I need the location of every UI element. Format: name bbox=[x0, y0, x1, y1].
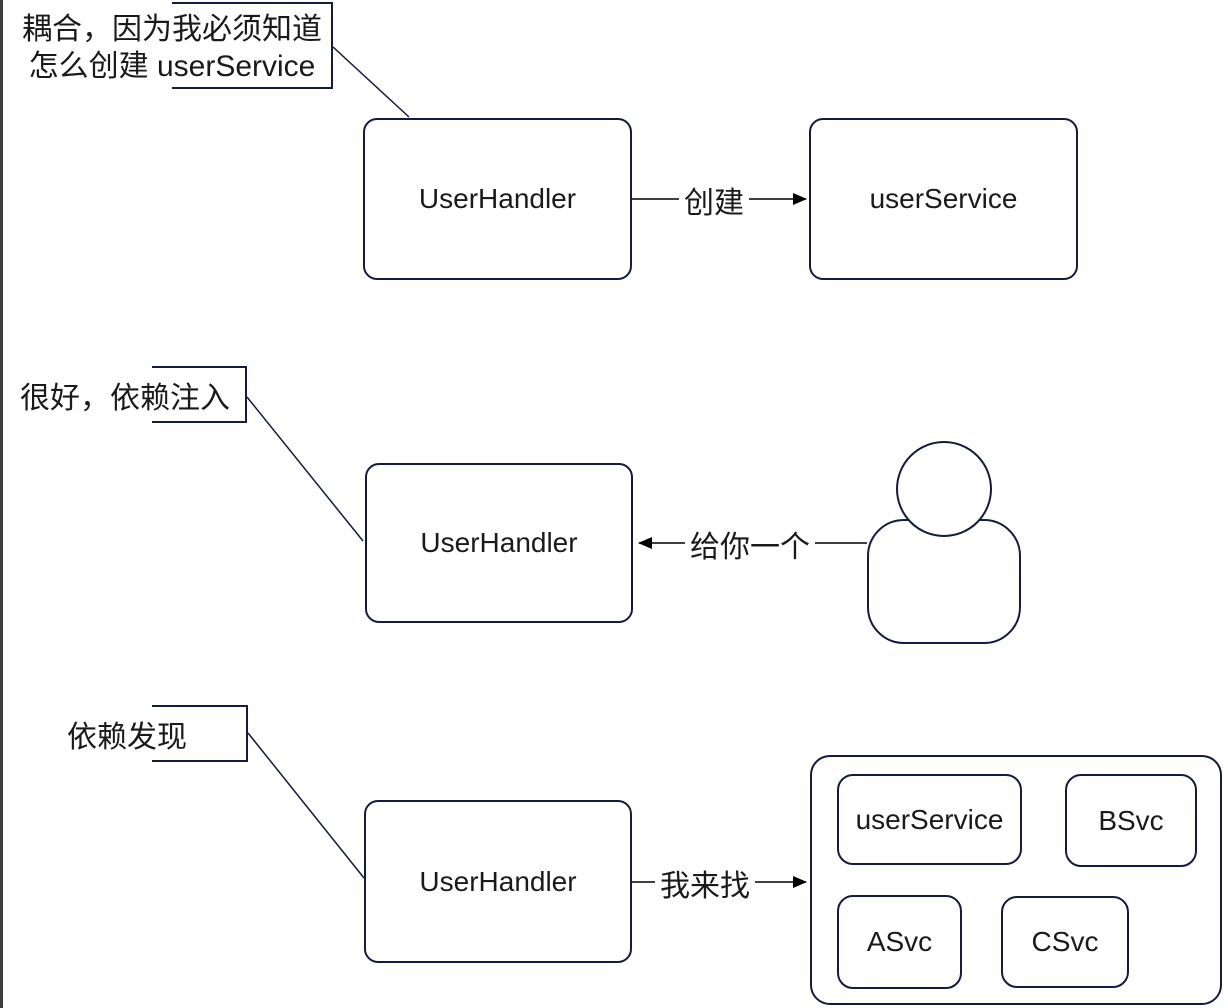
person-body bbox=[867, 519, 1021, 644]
note-text-coupling-line1: 耦合，因为我必须知道 bbox=[22, 13, 322, 46]
registry-node-asvc-label: ASvc bbox=[866, 926, 933, 957]
note-text-coupling: 耦合，因为我必须知道 怎么创建 userService bbox=[10, 11, 334, 85]
note-frame-discovery bbox=[152, 705, 248, 762]
note-frame-coupling bbox=[172, 2, 333, 89]
window-left-edge-line bbox=[0, 0, 3, 1008]
registry-node-userservice-label: userService bbox=[855, 803, 1004, 835]
edge-label-discover: 我来找 bbox=[655, 861, 755, 905]
service-registry-container: userService BSvc ASvc CSvc bbox=[810, 755, 1222, 1005]
edge-label-inject: 给你一个 bbox=[685, 522, 815, 566]
node-userhandler-discovery-label: UserHandler bbox=[419, 865, 577, 897]
person-head bbox=[896, 441, 992, 537]
registry-node-bsvc: BSvc bbox=[1065, 774, 1197, 867]
node-userhandler-injection-label: UserHandler bbox=[420, 527, 578, 558]
node-userhandler-discovery: UserHandler bbox=[364, 800, 632, 963]
node-userhandler-injection: UserHandler bbox=[365, 463, 633, 623]
edge-label-create: 创建 bbox=[679, 178, 749, 222]
registry-node-userservice: userService bbox=[837, 774, 1022, 865]
person-icon bbox=[867, 441, 1021, 644]
registry-node-asvc: ASvc bbox=[837, 895, 962, 989]
node-userhandler-coupling-label: UserHandler bbox=[418, 183, 577, 214]
note-text-injection: 很好，依赖注入 bbox=[20, 381, 230, 415]
registry-node-csvc-label: CSvc bbox=[1031, 926, 1099, 957]
note-connector-line-coupling bbox=[332, 46, 410, 118]
registry-node-bsvc-label: BSvc bbox=[1098, 804, 1164, 836]
node-userservice: userService bbox=[809, 118, 1078, 280]
note-text-discovery: 依赖发现 bbox=[67, 720, 187, 754]
note-text-coupling-line2: 怎么创建 userService bbox=[28, 50, 316, 83]
note-frame-injection bbox=[152, 366, 247, 423]
node-userservice-label: userService bbox=[869, 183, 1018, 214]
node-userhandler-coupling: UserHandler bbox=[363, 118, 632, 280]
registry-node-csvc: CSvc bbox=[1001, 896, 1129, 988]
note-connector-line-discovery bbox=[247, 732, 365, 879]
note-connector-line-injection bbox=[246, 396, 364, 542]
